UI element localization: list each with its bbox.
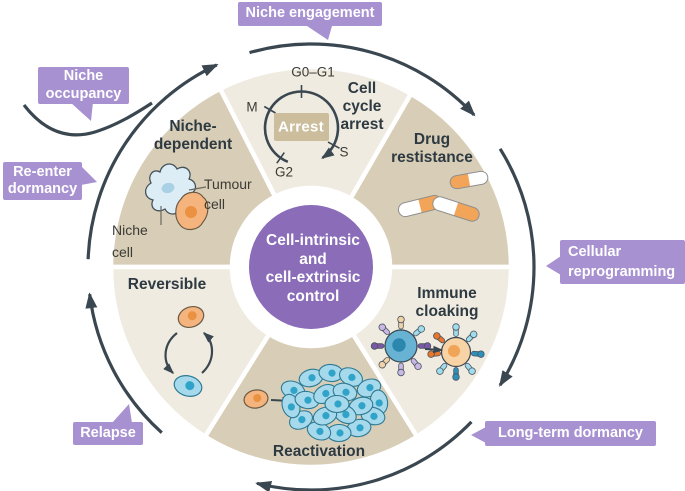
segment-label-niche-dependent: Niche- dependent xyxy=(153,118,233,153)
cycle-phase-m: M xyxy=(246,99,258,115)
tumour-cell-label: Tumour cell xyxy=(204,176,252,212)
cycle-phase-g2: G2 xyxy=(274,164,294,180)
segment-label-reversible: Reversible xyxy=(127,276,207,293)
niche-cell-label: Niche cell xyxy=(112,222,148,260)
arrest-label: Arrest xyxy=(278,118,324,136)
callout-cellular-reprogramming: Cellular reprogramming xyxy=(560,240,685,284)
reversible-cycle-arrow-up xyxy=(201,332,214,374)
pointer-cellular-reprogramming xyxy=(546,256,561,275)
segment-label-cell-cycle-arrest: Cell cycle arrest xyxy=(340,80,384,133)
reversible-cycle-arrow-down xyxy=(163,332,178,374)
pointer-long-term-dormancy xyxy=(471,427,486,443)
pointer-relapse xyxy=(112,404,132,423)
reversible-blue-cell xyxy=(173,375,203,397)
arc-arrow-bottom xyxy=(255,420,473,491)
arrest-box xyxy=(274,113,329,141)
cycle-phase-tick xyxy=(276,152,285,164)
pill-capsule-icon xyxy=(449,170,489,190)
arc-arrow-re-enter xyxy=(86,63,219,260)
niche-occupancy-swoosh-arrow xyxy=(22,101,153,137)
segment-label-reactivation: Reactivation xyxy=(272,443,366,460)
cell-cycle-circle-arrow xyxy=(263,90,340,164)
pill-capsule-icon xyxy=(432,196,480,222)
wheel-segment-niche-dependent xyxy=(108,85,279,270)
segment-label-immune-cloaking: Immune cloaking xyxy=(415,285,479,320)
wheel-segment-reversible xyxy=(108,264,273,440)
callout-niche-occupancy: Niche occupancy xyxy=(38,67,129,104)
cycle-phase-tick xyxy=(263,105,276,114)
reactivation-dormant-cell xyxy=(243,389,269,409)
callout-long-term-dormancy: Long-term dormancy xyxy=(485,421,656,446)
niche-cell-nucleus xyxy=(161,182,175,194)
pointer-niche-occupancy xyxy=(70,102,93,121)
immune-cell-visible xyxy=(370,315,432,377)
reversible-orange-cell xyxy=(177,306,205,328)
center-circle-label: Cell-intrinsic and cell-extrinsic contro… xyxy=(265,232,361,305)
arc-arrow-right xyxy=(498,147,536,387)
segment-label-drug-restistance: Drug restistance xyxy=(391,131,473,166)
proliferating-cell-cluster xyxy=(280,363,389,443)
center-circle xyxy=(249,205,373,329)
callout-niche-engagement: Niche engagement xyxy=(238,2,382,26)
cycle-phase-s: S xyxy=(339,144,349,160)
arc-arrow-top xyxy=(249,42,476,117)
pointer-re-enter-dormancy xyxy=(81,166,97,185)
callout-re-enter-dormancy: Re-enter dormancy xyxy=(3,162,82,200)
pointer-niche-engagement xyxy=(307,26,332,40)
tumour-cell-pointer-line xyxy=(188,186,207,191)
cycle-phase-g0-g1: G0–G1 xyxy=(291,64,335,80)
immune-cloaking-arrow xyxy=(424,345,444,354)
cycle-phase-tick xyxy=(327,141,340,149)
wheel-segment-drug-restistance xyxy=(347,90,514,270)
callout-relapse: Relapse xyxy=(73,422,143,445)
tumour-cell-nucleus xyxy=(185,206,197,218)
arc-arrow-left xyxy=(85,292,163,434)
